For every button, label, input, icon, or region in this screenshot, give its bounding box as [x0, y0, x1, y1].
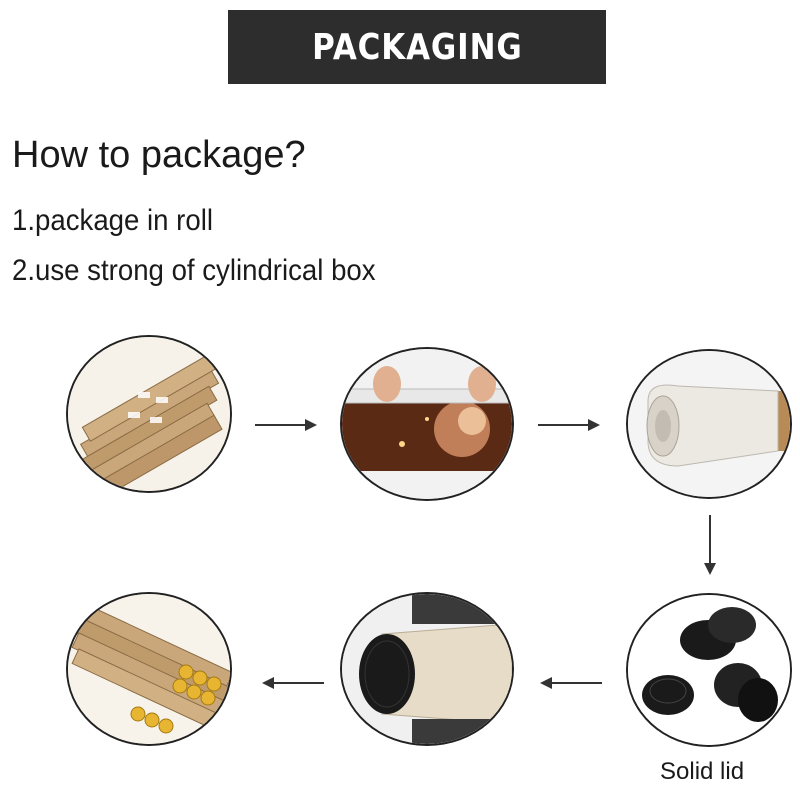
photo-bundled-tubes	[66, 592, 232, 746]
arrow-right-1	[255, 419, 317, 431]
page-heading: How to package?	[12, 134, 306, 176]
banner-title: PACKAGING	[311, 26, 523, 68]
solid-lid-caption: Solid lid	[660, 758, 745, 785]
tube-with-lid-illustration	[342, 594, 512, 744]
step-1-text: 1.package in roll	[12, 204, 213, 237]
rolling-canvas-illustration	[342, 349, 512, 499]
photo-tube-with-lid	[340, 592, 514, 746]
step-2-text: 2.use strong of cylindrical box	[12, 254, 376, 287]
arrow-right-2	[538, 419, 600, 431]
arrow-left-2	[262, 677, 324, 689]
lids-illustration	[628, 595, 790, 745]
photo-solid-lids	[626, 593, 792, 747]
canvas-in-tube-illustration	[628, 351, 790, 497]
tube-stack-illustration	[68, 337, 230, 491]
photo-tube-stack	[66, 335, 232, 493]
photo-rolling-canvas	[340, 347, 514, 501]
photo-canvas-in-tube	[626, 349, 792, 499]
arrow-left-1	[540, 677, 602, 689]
arrow-down	[704, 515, 716, 575]
bundled-tubes-illustration	[68, 594, 230, 744]
section-banner: PACKAGING	[228, 10, 606, 84]
